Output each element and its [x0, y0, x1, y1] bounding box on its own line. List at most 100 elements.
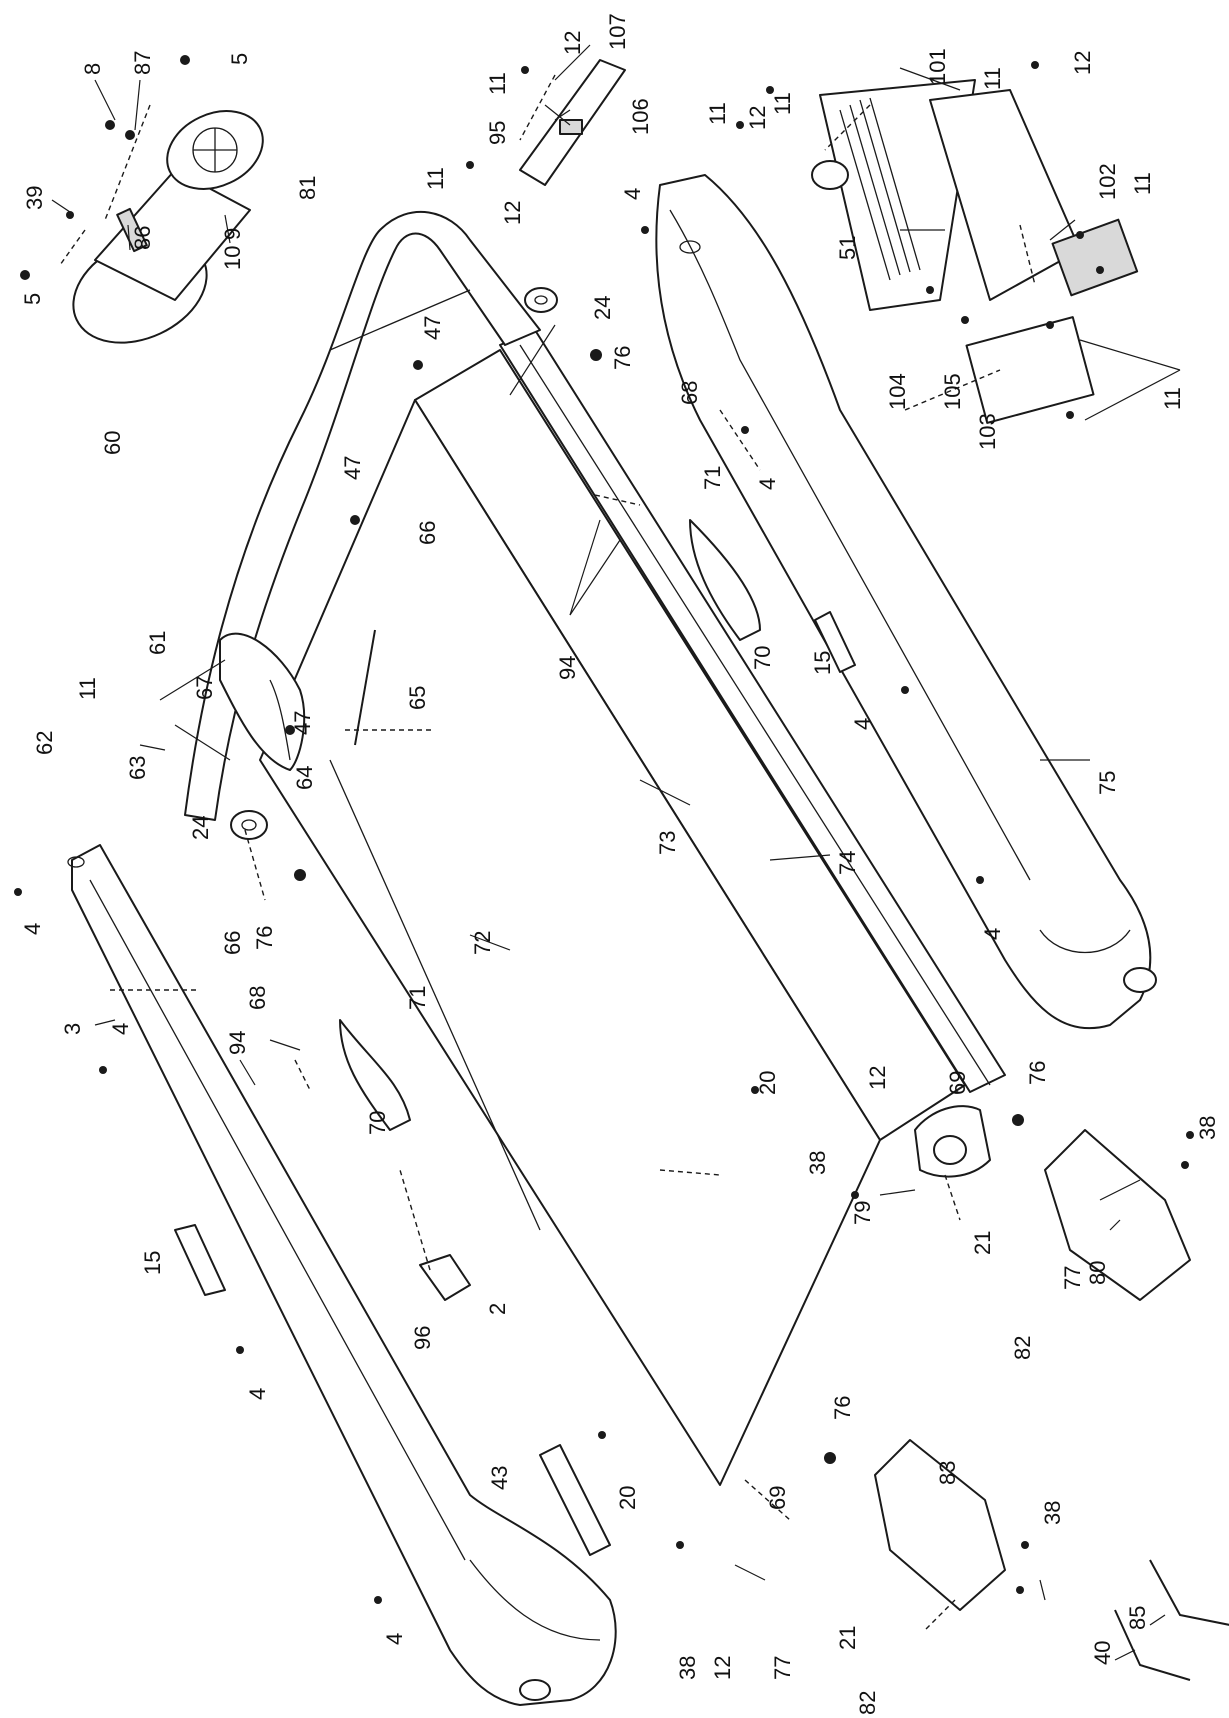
callout-12: 12	[1070, 51, 1095, 75]
roller-79	[914, 1105, 991, 1178]
callout-70: 70	[365, 1111, 390, 1135]
cushion-bracket-70-upper	[689, 519, 761, 641]
callout-65: 65	[405, 686, 430, 710]
bracket-107	[519, 59, 626, 186]
callout-107: 107	[605, 13, 630, 50]
motor-9	[72, 110, 264, 344]
drive-pulley-61	[219, 632, 306, 771]
callout-12: 12	[710, 1656, 735, 1680]
callout-73: 73	[655, 831, 680, 855]
callout-69: 69	[765, 1486, 790, 1510]
callout-47: 47	[420, 316, 445, 340]
callout-62: 62	[32, 731, 57, 755]
hook-96	[419, 1254, 471, 1301]
callout-82: 82	[855, 1691, 880, 1715]
callout-66: 66	[220, 931, 245, 955]
callout-47: 47	[290, 711, 315, 735]
callout-43: 43	[487, 1466, 512, 1490]
callout-15: 15	[140, 1251, 165, 1275]
callout-21: 21	[835, 1626, 860, 1650]
callout-87: 87	[130, 51, 155, 75]
callout-69: 69	[945, 1071, 970, 1095]
callout-12: 12	[865, 1066, 890, 1090]
callout-10: 10	[220, 246, 245, 270]
callout-67: 67	[192, 676, 217, 700]
callout-11: 11	[1160, 387, 1185, 410]
callout-4: 4	[20, 923, 45, 935]
callout-38: 38	[1040, 1501, 1065, 1525]
callout-9: 9	[220, 228, 245, 240]
controller-board-51	[811, 79, 976, 311]
upright-frame	[184, 211, 541, 821]
label-15-right	[814, 611, 856, 673]
side-rail-3	[67, 844, 617, 1706]
callout-8: 8	[80, 63, 105, 75]
callout-51: 51	[835, 236, 860, 260]
side-rail-75	[655, 174, 1157, 1030]
callout-66: 66	[415, 521, 440, 545]
callout-4: 4	[382, 1633, 407, 1645]
callout-38: 38	[1195, 1116, 1220, 1140]
callout-94: 94	[555, 656, 580, 680]
callout-81: 81	[295, 176, 320, 200]
cushion-bracket-70-lower	[339, 1019, 411, 1131]
callout-12: 12	[560, 31, 585, 55]
label-15-left	[174, 1224, 226, 1296]
callout-40: 40	[1090, 1641, 1115, 1665]
callout-102: 102	[1095, 163, 1120, 200]
callout-20: 20	[615, 1486, 640, 1510]
callout-68: 68	[245, 986, 270, 1010]
callout-4: 4	[980, 928, 1005, 940]
callout-77: 77	[1060, 1266, 1085, 1290]
callout-101: 101	[925, 48, 950, 85]
callout-11: 11	[1130, 172, 1155, 195]
callout-21: 21	[970, 1231, 995, 1255]
hex-key-85	[1149, 1559, 1229, 1626]
callout-103: 103	[975, 413, 1000, 450]
callout-76: 76	[610, 346, 635, 370]
callout-105: 105	[940, 373, 965, 410]
callout-24: 24	[188, 816, 213, 840]
callout-86: 86	[130, 226, 155, 250]
callout-38: 38	[805, 1151, 830, 1175]
callout-5: 5	[20, 293, 45, 305]
callout-70: 70	[750, 646, 775, 670]
leader-lines	[51, 44, 1181, 1661]
callout-12: 12	[745, 106, 770, 130]
callout-83: 83	[935, 1461, 960, 1485]
callout-82: 82	[1010, 1336, 1035, 1360]
wheel-24-left	[230, 810, 268, 840]
callout-11: 11	[423, 167, 448, 190]
callout-104: 104	[885, 373, 910, 410]
callout-11: 11	[770, 92, 795, 115]
callout-79: 79	[850, 1201, 875, 1225]
callout-20: 20	[755, 1071, 780, 1095]
assembly-lines	[59, 74, 1036, 1631]
bracket-101	[929, 89, 1139, 301]
endcap-83	[874, 1439, 1006, 1611]
callout-75: 75	[1095, 771, 1120, 795]
callout-11: 11	[705, 102, 730, 125]
callout-11: 11	[485, 72, 510, 95]
callout-85: 85	[1125, 1606, 1150, 1630]
callout-76: 76	[252, 926, 277, 950]
callout-80: 80	[1085, 1261, 1110, 1285]
cover-103	[965, 316, 1095, 424]
hex-key-40	[1114, 1609, 1191, 1681]
callout-106: 106	[628, 98, 653, 135]
callout-5: 5	[227, 53, 252, 65]
label-43	[539, 1444, 611, 1556]
callout-63: 63	[125, 756, 150, 780]
callout-12: 12	[500, 201, 525, 225]
callout-95: 95	[485, 121, 510, 145]
wheel-24-right	[524, 287, 558, 313]
callout-77: 77	[770, 1656, 795, 1680]
callout-24: 24	[590, 296, 615, 320]
callout-2: 2	[485, 1303, 510, 1315]
callout-15: 15	[810, 651, 835, 675]
callout-61: 61	[145, 631, 170, 655]
callout-72: 72	[470, 931, 495, 955]
callout-76: 76	[1025, 1061, 1050, 1085]
callout-47: 47	[340, 456, 365, 480]
